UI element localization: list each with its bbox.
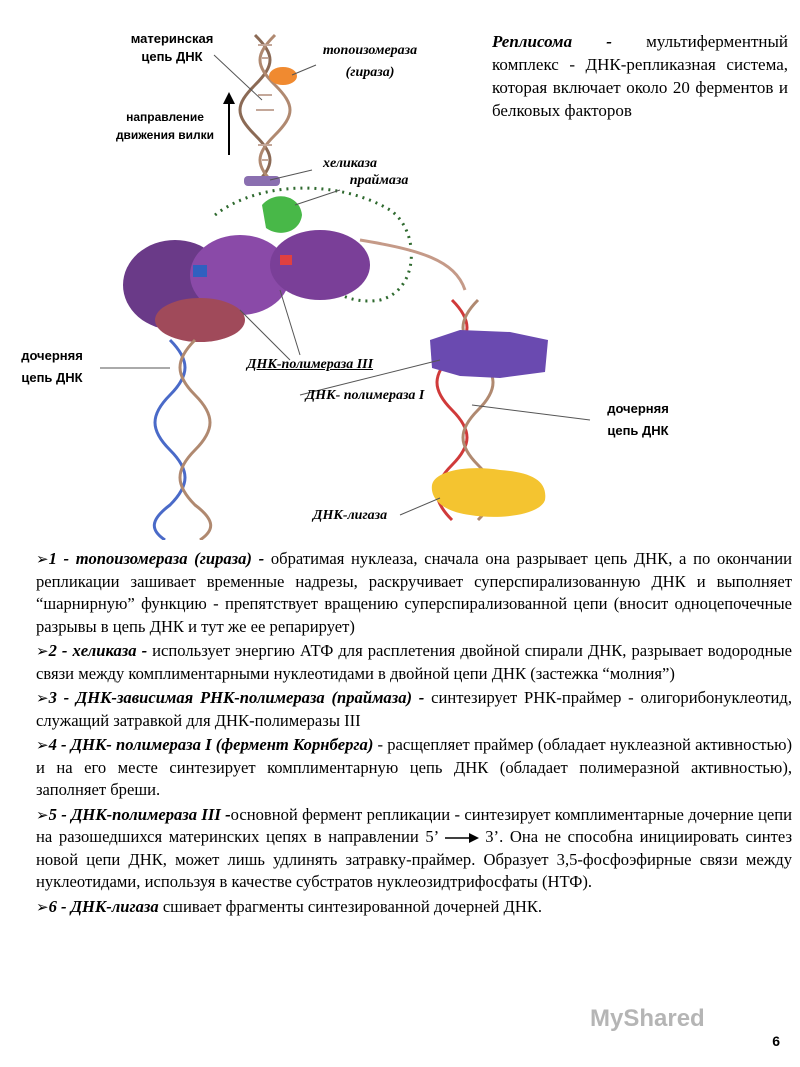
item-term: 4 - ДНК- полимераза I (фермент Корнберга…: [48, 735, 374, 754]
ligase-shape: [431, 468, 546, 517]
list-item: ➢4 - ДНК- полимераза I (фермент Корнберг…: [36, 734, 792, 802]
replisome-term: Реплисома -: [492, 32, 612, 51]
item-text: синтезирует РНК-праймер - олигорибонукле…: [36, 688, 792, 730]
primase-shape: [262, 196, 302, 233]
fork-direction-arrow: [223, 92, 235, 155]
item-text: использует энергию АТФ для расплетения д…: [36, 641, 793, 683]
label-polymerase1: ДНК- полимераза I: [305, 388, 425, 403]
item-term: 3 - ДНК-зависимая РНК-полимераза (прайма…: [48, 688, 425, 707]
left-daughter-helix: [152, 338, 213, 540]
label-primase: праймаза: [349, 173, 409, 188]
list-item: ➢6 - ДНК-лигаза сшивает фрагменты синтез…: [36, 896, 792, 919]
label-fork-direction: направление движения вилки: [115, 110, 215, 142]
enzyme-list: ➢1 - топоизомераза (гираза) - обратимая …: [36, 548, 792, 920]
lagging-loop: [214, 186, 413, 303]
arrow-bullet-icon: ➢: [36, 642, 49, 660]
arrow-bullet-icon: ➢: [36, 550, 49, 568]
item-text: обратимая нуклеаза, сначала она разрывае…: [36, 549, 792, 636]
item-text: основной фермент репликации - синтезируе…: [36, 804, 792, 847]
list-item: ➢1 - топоизомераза (гираза) - обратимая …: [36, 548, 792, 638]
polymerase3-complex: [123, 230, 370, 342]
label-daughter-left: дочерняя цепь ДНК: [21, 348, 83, 385]
topoisomerase-shape: [269, 67, 297, 85]
arrow-bullet-icon: ➢: [36, 736, 49, 754]
list-item: ➢2 - хеликаза - использует энергию АТФ д…: [36, 640, 792, 685]
label-topoisomerase: топоизомераза (гираза): [322, 43, 418, 80]
label-daughter-right: дочерняя цепь ДНК: [607, 401, 669, 438]
arrow-bullet-icon: ➢: [36, 805, 49, 824]
label-mother-strand: материнская цепь ДНК: [130, 31, 214, 64]
item-term: 6 - ДНК-лигаза: [48, 896, 159, 916]
item-term: 5 - ДНК-полимераза III -: [48, 804, 231, 824]
item-text-continued: 3’. Она не способна инициировать синтез …: [36, 827, 792, 891]
page-number: 6: [772, 1033, 780, 1049]
watermark: MyShared: [590, 1005, 705, 1032]
label-polymerase3: ДНК-полимераза III: [246, 357, 374, 372]
label-helicase: хеликаза: [322, 156, 378, 171]
right-arrow-icon: [444, 833, 479, 844]
item-term: 1 - топоизомераза (гираза) -: [48, 549, 265, 568]
leader-lines: [100, 54, 591, 516]
item-term: 2 - хеликаза -: [48, 641, 148, 660]
label-ligase: ДНК-лигаза: [312, 508, 388, 523]
helicase-shape: [244, 176, 280, 186]
arrow-bullet-icon: ➢: [36, 689, 49, 707]
replisome-diagram: [100, 33, 591, 540]
list-item: ➢5 - ДНК-полимераза III -основной фермен…: [36, 804, 792, 894]
item-text: - расщепляет праймер (обладает нуклеазно…: [36, 735, 792, 799]
arrow-bullet-icon: ➢: [36, 897, 49, 916]
replisome-text: мультиферментный комплекс - ДНК-репликаз…: [492, 32, 788, 120]
replisome-definition: Реплисома - мультиферментный комплекс - …: [492, 30, 788, 122]
mother-helix: [238, 33, 292, 187]
item-text: сшивает фрагменты синтезированной дочерн…: [158, 896, 543, 916]
polymerase1-shape: [430, 330, 548, 378]
list-item: ➢3 - ДНК-зависимая РНК-полимераза (прайм…: [36, 687, 792, 732]
